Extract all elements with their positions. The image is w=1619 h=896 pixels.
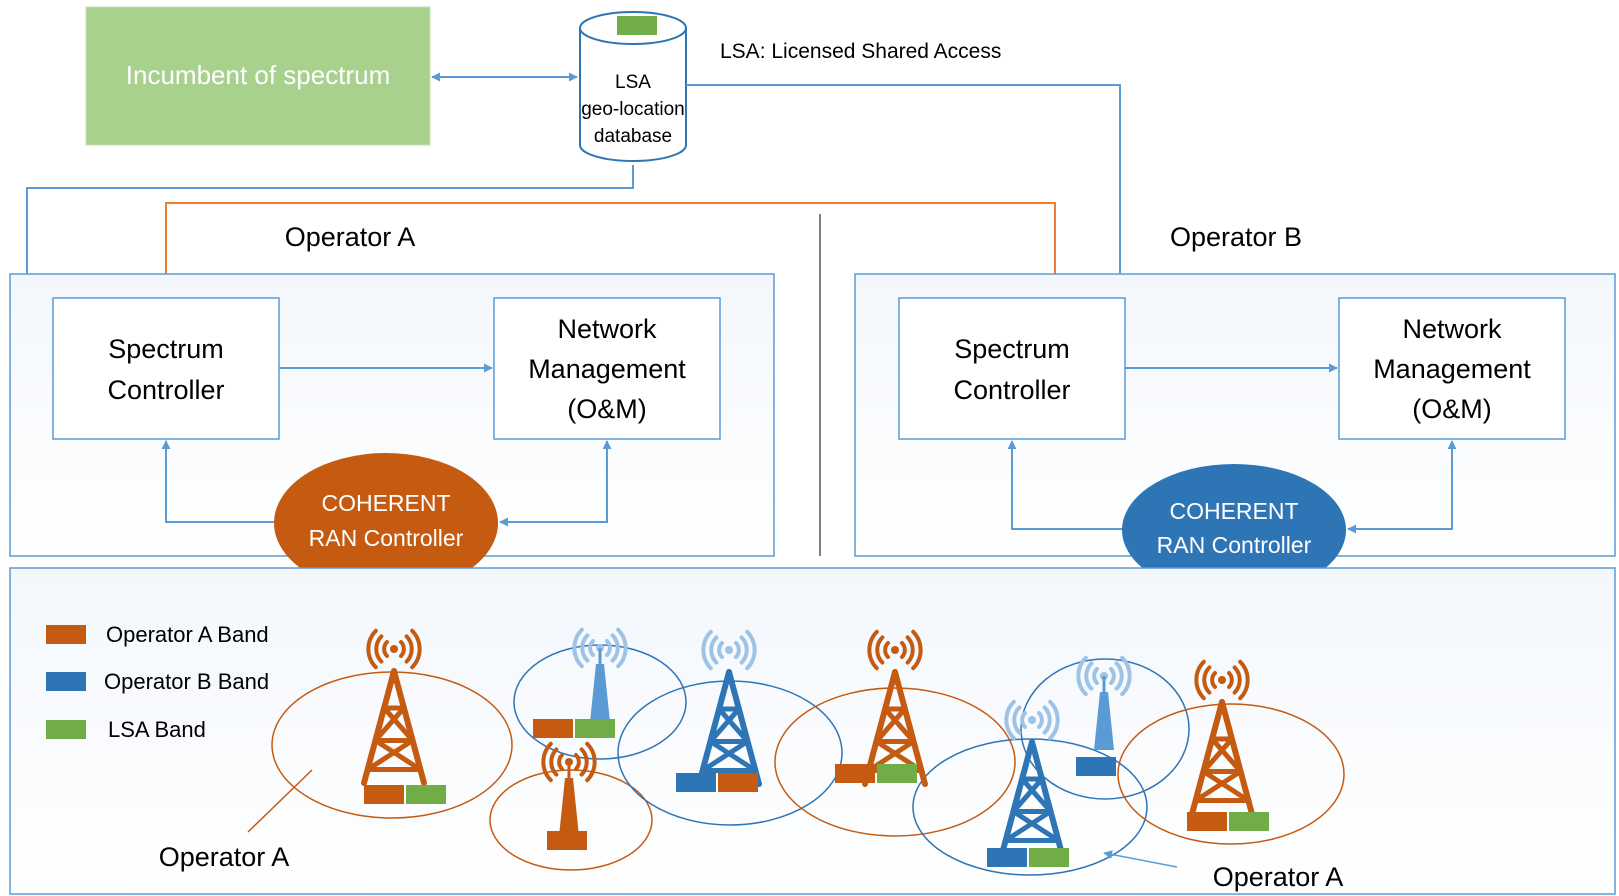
- operator-a-spectrum-line2: Controller: [107, 375, 224, 405]
- lsa-band-chip: [617, 16, 657, 35]
- operator-a-network-management: [493, 297, 721, 440]
- legend-label-operator-b: Operator B Band: [104, 669, 269, 694]
- operator-b-coherent-line2: RAN Controller: [1157, 532, 1312, 558]
- operator-a-coherent-line1: COHERENT: [321, 490, 450, 516]
- cell-tower-a1: [361, 628, 427, 786]
- callout-right-pointer: [1103, 850, 1178, 868]
- chips-cell-a2: [835, 764, 917, 783]
- operator-b-network-line2: Management: [1373, 354, 1531, 384]
- cell-band-chips: [364, 719, 1269, 867]
- link-a-ran-network: [499, 440, 612, 527]
- small-cell-b2: [1076, 655, 1132, 750]
- operator-a-network-line3: (O&M): [567, 394, 646, 424]
- coverage-cell-a2: [774, 687, 1016, 837]
- link-b-ran-network: [1347, 440, 1457, 534]
- link-b-ran-to-spectrum: [1007, 440, 1126, 530]
- cell-towers: [361, 627, 1255, 857]
- callout-right-label: Operator A: [1213, 862, 1344, 892]
- incumbent-label: Incumbent of spectrum: [126, 60, 390, 90]
- link-spectrum-a-to-spectrum-b: [165, 202, 1060, 299]
- small-cell-b1: [572, 627, 628, 722]
- operator-a-network-line1: Network: [557, 314, 657, 344]
- chips-cell-b1: [676, 773, 758, 792]
- cell-tower-b2: [999, 699, 1065, 857]
- chips-small-cell-a: [547, 831, 587, 850]
- operator-a-coherent-line2: RAN Controller: [309, 525, 464, 551]
- database-label-line1: LSA: [615, 72, 651, 93]
- cell-tower-a3: [1189, 659, 1255, 817]
- band-legend: Operator A Band Operator B Band LSA Band: [46, 622, 269, 742]
- ran-deployment-panel: [9, 567, 1616, 895]
- legend-swatch-operator-a: [46, 625, 86, 644]
- operator-a-spectrum-line1: Spectrum: [108, 334, 224, 364]
- legend-label-operator-a: Operator A Band: [106, 622, 269, 647]
- operator-a-network-line2: Management: [528, 354, 686, 384]
- coverage-cell-b2: [912, 738, 1148, 876]
- legend-label-lsa: LSA Band: [108, 717, 206, 742]
- operator-b-coherent-line1: COHERENT: [1169, 498, 1298, 524]
- operator-a-spectrum-controller: [52, 297, 280, 440]
- operator-b-network-management: [1338, 297, 1566, 440]
- callout-left-pointer: [247, 769, 313, 833]
- operator-b-spectrum-controller: [898, 297, 1126, 440]
- operator-b-spectrum-line2: Controller: [953, 375, 1070, 405]
- operator-b-coherent-ran-controller: [1122, 464, 1346, 596]
- chips-cell-a3: [1187, 812, 1269, 831]
- coverage-cell-small-b2: [1020, 658, 1190, 800]
- link-a-ran-to-spectrum: [161, 440, 276, 523]
- database-label-line2: geo-location: [581, 99, 685, 120]
- chips-small-cell-b1: [533, 719, 615, 738]
- operator-b-network-line3: (O&M): [1412, 394, 1491, 424]
- database-label-line3: database: [594, 126, 672, 147]
- operator-a-title: Operator A: [285, 222, 416, 252]
- operator-b-spectrum-line1: Spectrum: [954, 334, 1070, 364]
- chips-cell-b2: [987, 848, 1069, 867]
- lsa-definition-note: LSA: Licensed Shared Access: [720, 40, 1001, 63]
- lsa-database-cylinder: [579, 11, 687, 162]
- chips-cell-a1: [364, 785, 446, 804]
- small-cell-a: [541, 741, 597, 836]
- coverage-cell-small-a: [489, 769, 653, 871]
- cell-tower-b1: [696, 629, 762, 787]
- incumbent-box: [85, 6, 431, 146]
- callout-left-label: Operator A: [159, 842, 290, 872]
- operator-b-title: Operator B: [1170, 222, 1302, 252]
- operator-a-coherent-ran-controller: [274, 453, 498, 593]
- operator-b-network-line1: Network: [1402, 314, 1502, 344]
- coverage-cell-a3: [1117, 703, 1345, 845]
- legend-swatch-operator-b: [46, 672, 86, 691]
- chips-small-cell-b2: [1076, 757, 1116, 776]
- link-database-to-spectrum-b: [686, 84, 1125, 299]
- legend-swatch-lsa: [46, 720, 86, 739]
